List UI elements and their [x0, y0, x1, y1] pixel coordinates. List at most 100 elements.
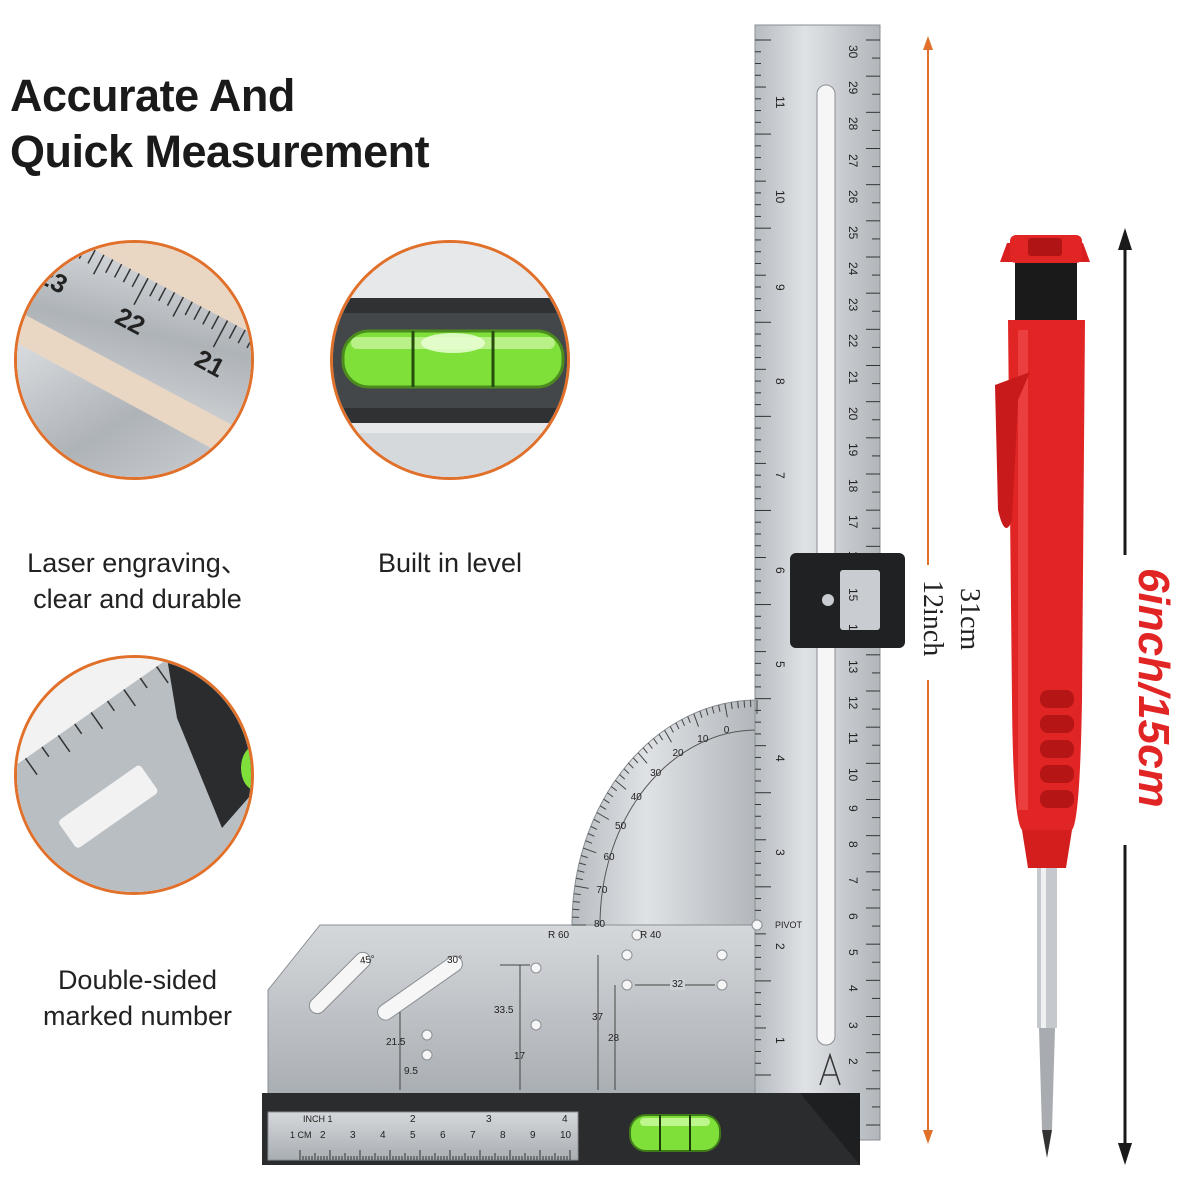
blade-cm-number: 7	[846, 876, 860, 884]
blade-inch-number: 9	[773, 284, 787, 291]
protractor-number: 60	[603, 851, 615, 863]
blade-cm-number: 16	[846, 551, 860, 565]
dimension-label: 37	[592, 1012, 604, 1023]
blade-cm-number: 26	[846, 189, 860, 204]
blade-inch-number: 5	[773, 660, 787, 668]
blade-cm-number: 18	[846, 479, 860, 493]
level-vial-closeup	[333, 243, 567, 477]
blade-cm-number: 2	[846, 1057, 860, 1065]
blade-inch-number: 8	[773, 378, 787, 386]
blade-cm-number: 15	[846, 587, 860, 601]
blade-cm-number: 23	[846, 298, 860, 312]
level-bar	[262, 1093, 860, 1165]
blade-cm-number: 11	[846, 732, 860, 745]
feature-caption-line: Double-sided	[57, 965, 218, 995]
dimension-label: 21.5	[386, 1037, 406, 1048]
feature-caption-line: Built in level	[377, 548, 523, 578]
blade-cm-number: 21	[846, 370, 860, 384]
base-plate	[267, 924, 761, 1096]
blade-cm-number: 29	[846, 81, 860, 95]
radius-label-40: R 40	[640, 930, 662, 941]
headline-line-2: Quick Measurement	[10, 126, 430, 177]
level-bar-inch-label: INCH 1	[303, 1114, 333, 1124]
level-bar-inch-number: 2	[410, 1114, 416, 1125]
blade-cm-number: 4	[846, 985, 860, 993]
blade-cm-number: 28	[846, 117, 860, 131]
level-bar-cm-number: 10	[560, 1130, 572, 1141]
blade-cm-number: 6	[846, 913, 860, 920]
dimension-label: 9.5	[404, 1066, 418, 1077]
blade-cm-number: 8	[846, 840, 860, 848]
feature-laser-engraving-caption: Laser engraving、 clear and durable	[10, 545, 265, 617]
pivot-label: PIVOT	[775, 920, 803, 930]
headline: Accurate And Quick Measurement	[10, 68, 430, 180]
level-bar-inch-number: 4	[562, 1114, 568, 1125]
protractor-number: 50	[615, 820, 627, 832]
feature-double-sided-caption: Double-sided marked number	[10, 962, 265, 1034]
level-bar-cm-number: 4	[380, 1130, 386, 1141]
blade-cm-number: 25	[846, 225, 860, 240]
level-bar-cm-number: 6	[440, 1130, 446, 1141]
protractor-number: 30	[650, 768, 662, 780]
carpenter-pencil	[995, 235, 1090, 1158]
feature-laser-engraving-image: 23 22 21 20	[14, 240, 254, 480]
blade-cm-number: 27	[846, 153, 860, 167]
blade-inch-number: 6	[773, 566, 787, 574]
radius-label-60: R 60	[548, 930, 570, 941]
engraved-ruler-closeup: 23 22 21 20	[17, 243, 251, 477]
blade-cm-number: 9	[846, 804, 860, 812]
feature-caption-line: Laser engraving、	[27, 548, 248, 578]
level-bar-cm-number: 7	[470, 1130, 476, 1141]
level-bar-cm-label: 1 CM	[290, 1130, 312, 1140]
level-vial	[629, 1114, 721, 1152]
dimension-label: 17	[514, 1051, 526, 1062]
blade-inch-number: 10	[773, 190, 787, 204]
blade-cm-number: 1	[846, 1093, 860, 1101]
protractor-number: 80	[594, 919, 606, 930]
blade-cm-number: 12	[846, 696, 860, 710]
dimension-label: 32	[670, 979, 686, 990]
protractor-number: 0	[723, 724, 730, 736]
level-bar-cm-number: 9	[530, 1130, 536, 1141]
square-corner-closeup	[17, 658, 251, 892]
square-dimension-cm-label: 31cm	[954, 588, 985, 651]
dimension-label: 33.5	[494, 1005, 514, 1016]
feature-double-sided-image	[14, 655, 254, 895]
blade-cm-number: 24	[846, 262, 860, 276]
pencil-dimension-label: 6inch/15cm	[1129, 568, 1178, 808]
angle-label-45: 45°	[359, 954, 376, 967]
protractor-number: 70	[596, 884, 608, 896]
blade-inch-number: 11	[773, 96, 787, 109]
headline-line-1: Accurate And	[10, 70, 295, 121]
feature-built-in-level-caption: Built in level	[330, 545, 570, 581]
level-bar-inch-number: 3	[486, 1114, 492, 1125]
blade-cm-number: 13	[846, 659, 860, 674]
blade-inch-number: 1	[773, 1037, 787, 1044]
level-bar-cm-number: 8	[500, 1130, 506, 1141]
blade-cm-number: 17	[846, 515, 860, 529]
blade-inch-number: 2	[773, 942, 787, 950]
dimension-label: 28	[608, 1033, 620, 1044]
blade-cm-number: 20	[846, 406, 860, 421]
blade-cm-number: 22	[846, 334, 860, 348]
blade-slot	[816, 84, 836, 1046]
blade-cm-number: 10	[846, 768, 860, 782]
feature-caption-line: marked number	[42, 1001, 233, 1031]
square-dimension-inch-label: 12inch	[917, 580, 948, 657]
level-bar-cm-number: 2	[320, 1130, 326, 1141]
blade-cm-number: 30	[846, 45, 860, 59]
blade-cm-number: 19	[846, 442, 860, 457]
blade-cm-number: 14	[846, 623, 860, 638]
feature-caption-line: clear and durable	[33, 584, 242, 614]
blade-inch-number: 4	[773, 754, 787, 762]
blade-inch-number: 3	[773, 848, 787, 856]
blade-cm-number: 5	[846, 949, 860, 956]
level-bar-cm-number: 5	[410, 1130, 416, 1141]
feature-built-in-level-image	[330, 240, 570, 480]
blade-cm-number: 3	[846, 1021, 860, 1029]
protractor-number: 20	[672, 748, 684, 760]
protractor-number: 40	[630, 792, 642, 804]
level-bar-cm-number: 3	[350, 1130, 356, 1141]
protractor-number: 10	[697, 733, 709, 745]
blade-inch-number: 7	[773, 472, 787, 480]
